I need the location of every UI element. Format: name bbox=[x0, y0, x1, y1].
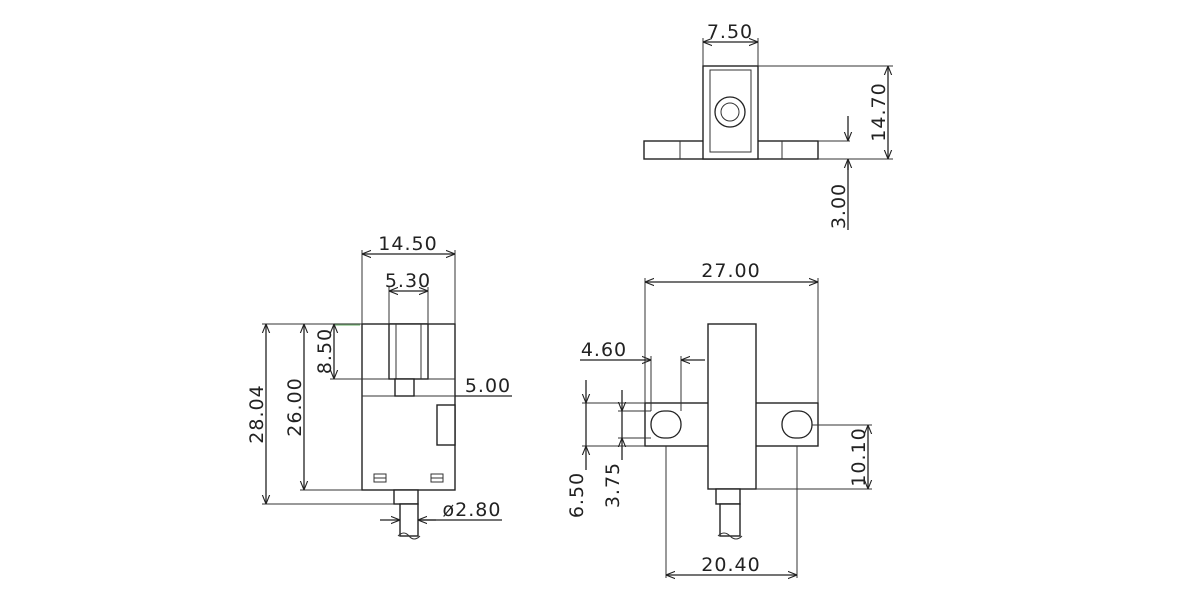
side-view-slot bbox=[388, 323, 429, 380]
dim-front-offset-b: 3.75 bbox=[602, 462, 624, 508]
dim-top-width: 7.50 bbox=[707, 21, 753, 43]
top-view: 7.50 14.70 3.00 bbox=[643, 21, 893, 230]
dim-side-width: 14.50 bbox=[378, 233, 437, 255]
front-view-hole-left bbox=[650, 410, 682, 439]
dim-top-height: 14.70 bbox=[868, 82, 890, 141]
dim-front-total-width: 27.00 bbox=[701, 260, 760, 282]
dim-front-offset-a: 6.50 bbox=[566, 472, 588, 518]
dim-front-hole: 4.60 bbox=[581, 339, 627, 361]
top-view-body bbox=[702, 65, 759, 160]
side-view-window bbox=[436, 404, 456, 446]
dim-side-body-height: 26.00 bbox=[284, 377, 306, 436]
front-view: 27.00 4.60 6.50 3.75 10.10 20.40 bbox=[566, 260, 872, 578]
side-view-pin bbox=[393, 489, 419, 505]
front-view-pin bbox=[715, 488, 741, 505]
top-view-lens bbox=[714, 96, 746, 128]
dim-side-pin-dia: ø2.80 bbox=[443, 499, 502, 521]
front-view-body bbox=[707, 323, 757, 490]
dim-side-window: 5.00 bbox=[465, 375, 511, 397]
dim-side-slot: 5.30 bbox=[385, 270, 431, 292]
dim-front-flange-height: 10.10 bbox=[848, 427, 870, 486]
dim-side-slot-depth: 8.50 bbox=[314, 328, 336, 374]
dim-side-total-height: 28.04 bbox=[246, 384, 268, 443]
dim-top-flange: 3.00 bbox=[828, 183, 850, 229]
dim-front-hole-pitch: 20.40 bbox=[701, 554, 760, 576]
side-view: 14.50 5.30 8.50 28.04 26.00 5.00 ø2.80 bbox=[246, 233, 512, 540]
